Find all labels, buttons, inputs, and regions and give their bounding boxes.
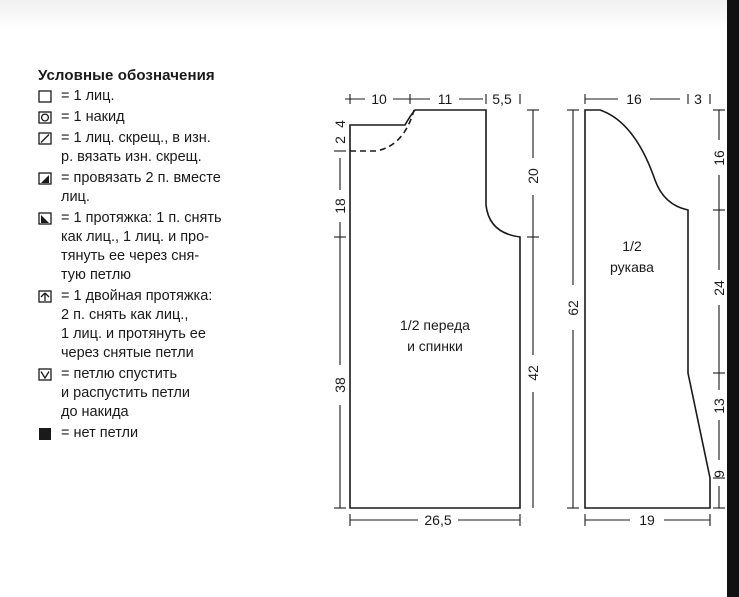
dim-label-upper-left: 18 <box>332 198 348 214</box>
legend-item-text: = 1 протяжка: 1 п. снять как лиц., 1 лиц… <box>61 210 222 283</box>
legend-item-text: = 1 накид <box>61 109 125 125</box>
dim-label-neck-width: 10 <box>371 91 387 107</box>
dim-label-section-9: 9 <box>711 470 727 478</box>
dim-label-cap-edge: 3 <box>694 91 702 107</box>
right-edge-bar <box>727 0 739 597</box>
legend-item-sk2p: = 1 двойная протяжка: 2 п. снять как лиц… <box>38 287 308 363</box>
legend-item-k2tog: = провязать 2 п. вместе лиц. <box>38 169 308 207</box>
top-shading <box>0 0 727 30</box>
dim-label-neck-drop-2: 2 <box>332 136 348 144</box>
dim-label-section-13: 13 <box>711 398 727 414</box>
no-stitch-icon <box>38 427 56 441</box>
drop-stitch-icon <box>38 368 56 382</box>
legend: Условные обозначения = 1 лиц. = 1 накид … <box>38 66 308 443</box>
legend-item-text: = петлю спустить и распустить петли до н… <box>61 366 190 420</box>
dim-label-neck-drop-1: 4 <box>332 120 348 128</box>
dim-label-section-24: 24 <box>711 280 727 296</box>
piece-label-sleeve-1: 1/2 <box>622 238 642 254</box>
front-back-outline <box>349 109 521 509</box>
legend-item-yarn-over: = 1 накид <box>38 108 308 127</box>
legend-item-text: = 1 лиц. скрещ., в изн. р. вязать изн. с… <box>61 130 211 165</box>
legend-item-text: = нет петли <box>61 425 139 441</box>
legend-title: Условные обозначения <box>38 67 215 84</box>
legend-item-text: = провязать 2 п. вместе лиц. <box>61 170 221 205</box>
dim-label-shoulder-width: 11 <box>438 91 453 107</box>
left-decrease-icon <box>38 212 56 226</box>
legend-item-knit: = 1 лиц. <box>38 87 308 106</box>
slash-in-square-icon <box>38 132 56 146</box>
dim-label-armhole-height: 20 <box>525 168 541 184</box>
circle-in-square-icon <box>38 111 56 125</box>
front-neckline <box>350 109 415 152</box>
double-decrease-icon <box>38 290 56 304</box>
sleeve-outline <box>584 109 711 509</box>
dim-label-sleeve-bottom: 19 <box>639 512 655 528</box>
empty-square-icon <box>38 90 56 104</box>
dim-label-bottom-width: 26,5 <box>424 512 451 528</box>
dim-label-total-height: 62 <box>565 300 581 316</box>
right-decrease-icon <box>38 172 56 186</box>
legend-item-text: = 1 двойная протяжка: 2 п. снять как лиц… <box>61 288 213 361</box>
piece-label-front-back-1: 1/2 переда <box>400 317 470 333</box>
dim-label-cap-height: 16 <box>711 150 727 166</box>
dim-label-side-height: 42 <box>525 365 541 381</box>
legend-item-text: = 1 лиц. <box>61 88 115 104</box>
legend-item-twisted: = 1 лиц. скрещ., в изн. р. вязать изн. с… <box>38 129 308 167</box>
dim-label-cap-width: 16 <box>626 91 642 107</box>
dim-label-armhole-width: 5,5 <box>492 91 512 107</box>
piece-label-front-back-2: и спинки <box>407 338 463 354</box>
legend-item-no-stitch: = нет петли <box>38 424 308 443</box>
dim-label-lower-left: 38 <box>332 377 348 393</box>
legend-item-drop: = петлю спустить и распустить петли до н… <box>38 365 308 422</box>
piece-label-sleeve-2: рукава <box>610 259 654 275</box>
legend-item-skp: = 1 протяжка: 1 п. снять как лиц., 1 лиц… <box>38 209 308 285</box>
